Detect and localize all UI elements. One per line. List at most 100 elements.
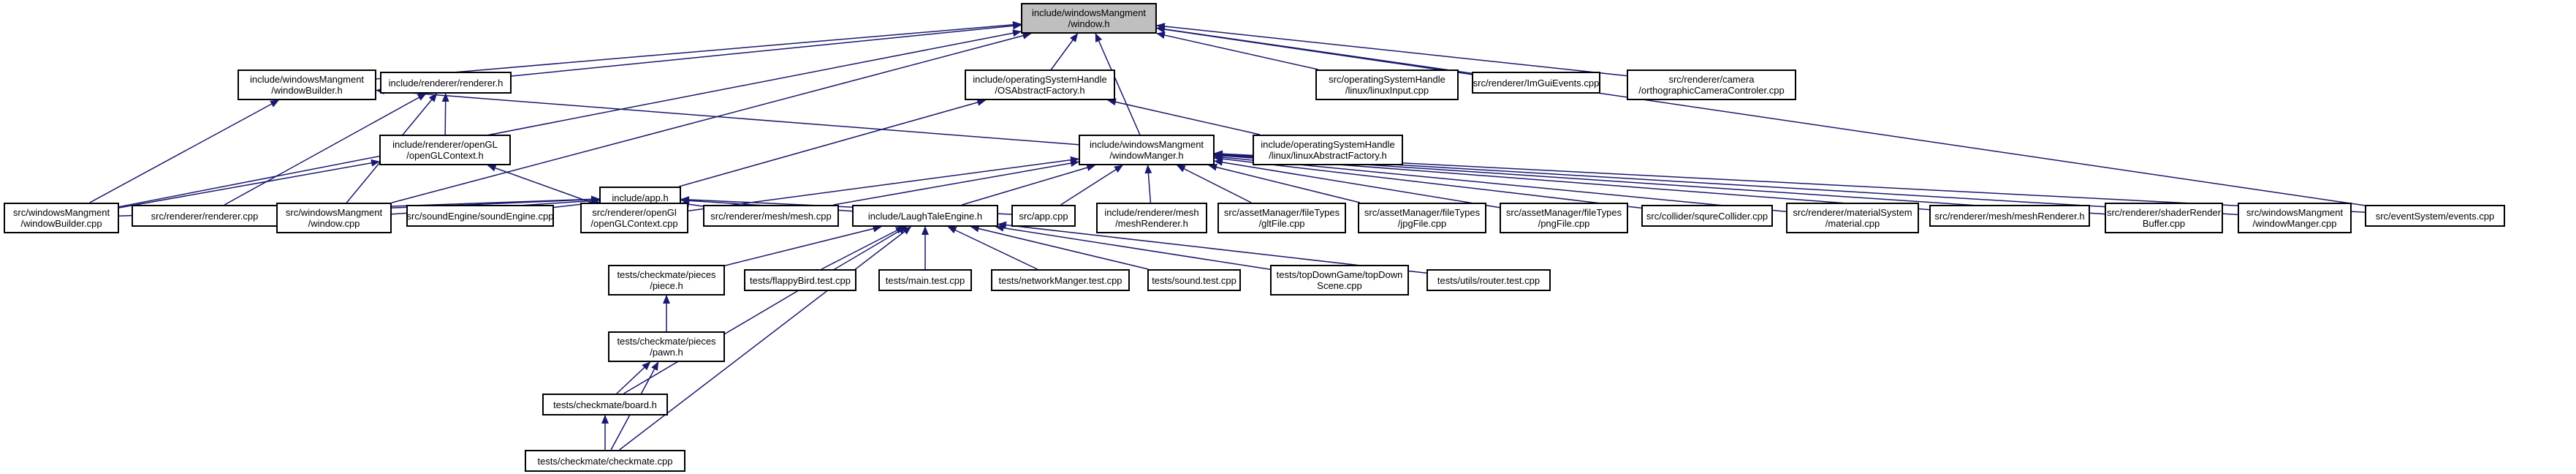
node-sound-cpp[interactable]: tests/sound.test.cpp <box>1147 269 1241 291</box>
node-label-line: src/windowsMangment <box>285 207 383 218</box>
node-linuxabs-h[interactable]: include/operatingSystemHandle/linux/linu… <box>1253 135 1403 165</box>
edge-jpg_cpp-to-winmanger_h <box>1208 163 1361 203</box>
node-label-line: src/windowsMangment <box>2246 207 2344 218</box>
node-label-line: tests/checkmate/pieces <box>617 269 716 280</box>
node-label-line: /jpgFile.cpp <box>1397 218 1447 229</box>
node-label-line: /material.cpp <box>1825 218 1880 229</box>
edge-winbuilder_h-to-win_h <box>376 20 1022 80</box>
node-netmanger-cpp[interactable]: tests/networkManger.test.cpp <box>991 269 1130 291</box>
edge-flappy_cpp-to-laughtale_h <box>821 226 905 270</box>
node-window-cpp[interactable]: src/windowsMangment/window.cpp <box>276 203 392 233</box>
edge-osabs_h-to-win_h <box>1050 33 1079 70</box>
node-openglctx-cpp[interactable]: src/renderer/openGl/openGLContext.cpp <box>580 203 688 233</box>
node-app-cpp[interactable]: src/app.cpp <box>1011 205 1076 227</box>
node-imgui-cpp[interactable]: src/renderer/ImGuiEvents.cpp <box>1472 72 1600 94</box>
node-osabs-h[interactable]: include/operatingSystemHandle/OSAbstract… <box>965 69 1115 100</box>
node-label-line: src/renderer/shaderRender <box>2106 207 2222 218</box>
edge-openglctx_h-to-renderer_h <box>441 93 449 135</box>
node-soundengine-cpp[interactable]: src/soundEngine/soundEngine.cpp <box>406 205 554 227</box>
node-winmanger-h[interactable]: include/windowsMangment/windowManger.h <box>1079 135 1215 165</box>
edge-mesh_cpp-to-winmanger_h <box>833 159 1079 206</box>
edge-events_cpp-to-winmanger_h <box>1214 150 2366 213</box>
node-label-line: tests/topDownGame/topDown <box>1276 269 1403 280</box>
node-checkmate-cpp[interactable]: tests/checkmate/checkmate.cpp <box>525 450 685 472</box>
edge-board_h-to-pawn_h <box>616 361 651 394</box>
node-collider-cpp[interactable]: src/collider/squreCollider.cpp <box>1641 205 1773 227</box>
node-label-line: /linux/linuxAbstractFactory.h <box>1269 150 1387 161</box>
node-label-line: tests/main.test.cpp <box>885 274 965 286</box>
node-renderer-cpp[interactable]: src/renderer/renderer.cpp <box>132 205 278 227</box>
node-label-line: src/soundEngine/soundEngine.cpp <box>406 210 554 222</box>
node-linuxinput-cpp[interactable]: src/operatingSystemHandle/linux/linuxInp… <box>1315 69 1459 100</box>
edge-app_h-to-osabs_h <box>679 99 987 187</box>
edge-meshrenderer_h-to-winmanger_h <box>1144 165 1152 203</box>
node-flappy-cpp[interactable]: tests/flappyBird.test.cpp <box>744 269 856 291</box>
node-winmanger-cpp[interactable]: src/windowsMangment/windowManger.cpp <box>2238 203 2352 233</box>
node-events-cpp[interactable]: src/eventSystem/events.cpp <box>2365 205 2505 227</box>
node-label-line: /windowManger.h <box>1109 150 1184 161</box>
node-mesh-cpp[interactable]: src/renderer/mesh/mesh.cpp <box>703 205 839 227</box>
node-label-line: tests/networkManger.test.cpp <box>998 274 1122 286</box>
node-renderer-h[interactable]: include/renderer/renderer.h <box>380 72 512 94</box>
node-label-line: /linux/linuxInput.cpp <box>1345 85 1429 96</box>
edge-winbuilder_cpp-to-openglctx_h <box>118 159 380 208</box>
node-maintest-cpp[interactable]: tests/main.test.cpp <box>878 269 972 291</box>
edge-png_cpp-to-winmanger_h <box>1214 158 1500 208</box>
edge-piece_h-to-laughtale_h <box>724 225 882 266</box>
node-label-line: tests/utils/router.test.cpp <box>1437 274 1540 286</box>
node-label-line: tests/checkmate/board.h <box>553 399 657 410</box>
node-label-line: src/collider/squreCollider.cpp <box>1646 210 1768 222</box>
node-meshrenderer-h[interactable]: include/renderer/mesh/meshRenderer.h <box>1096 203 1207 233</box>
node-label-line: src/renderer/camera <box>1668 74 1755 85</box>
node-router-cpp[interactable]: tests/utils/router.test.cpp <box>1426 269 1551 291</box>
node-win-h: include/windowsMangment/window.h <box>1021 3 1157 34</box>
node-label-line: src/assetManager/fileTypes <box>1505 207 1622 218</box>
node-jpg-cpp[interactable]: src/assetManager/fileTypes/jpgFile.cpp <box>1358 203 1486 233</box>
node-piece-h[interactable]: tests/checkmate/pieces/piece.h <box>608 265 725 296</box>
node-label-line: /pngFile.cpp <box>1538 218 1590 229</box>
node-label-line: Buffer.cpp <box>2142 218 2186 229</box>
node-png-cpp[interactable]: src/assetManager/fileTypes/pngFile.cpp <box>1500 203 1628 233</box>
edge-winbuilder_cpp-to-winbuilder_h <box>89 99 280 203</box>
edge-winmanger_h-to-win_h <box>1095 33 1141 135</box>
edge-winbuilder_cpp-to-win_h <box>118 29 1022 208</box>
edge-board_h-to-laughtale_h <box>623 226 908 394</box>
node-label-line: src/renderer/mesh/mesh.cpp <box>710 210 832 222</box>
node-openglctx-h[interactable]: include/renderer/openGL/openGLContext.h <box>379 135 511 165</box>
node-label-line: /openGLContext.cpp <box>590 218 678 229</box>
node-winbuilder-cpp[interactable]: src/windowsMangment/windowBuilder.cpp <box>4 203 119 233</box>
edge-app_cpp-to-winmanger_h <box>1060 165 1123 206</box>
node-laughtale-h[interactable]: include/LaughTaleEngine.h <box>852 205 998 227</box>
node-label-line: /OSAbstractFactory.h <box>995 85 1085 96</box>
node-pawn-h[interactable]: tests/checkmate/pieces/pawn.h <box>608 331 725 362</box>
edge-topdown_cpp-to-laughtale_h <box>995 224 1271 271</box>
node-label-line: include/LaughTaleEngine.h <box>867 210 983 222</box>
node-board-h[interactable]: tests/checkmate/board.h <box>542 394 668 415</box>
node-label-line: src/operatingSystemHandle <box>1329 74 1445 85</box>
edge-renderer_cpp-to-renderer_h <box>224 93 427 206</box>
node-label-line: include/operatingSystemHandle <box>973 74 1107 85</box>
edge-camera_cpp-to-win_h <box>1156 23 1627 77</box>
edge-openglctx_cpp-to-winmanger_h <box>688 156 1079 211</box>
node-label-line: /windowBuilder.cpp <box>20 218 102 229</box>
edge-material_cpp-to-winmanger_h <box>1214 154 1787 212</box>
node-label-line: /openGLContext.h <box>406 150 484 161</box>
node-label-line: include/app.h <box>612 192 669 203</box>
node-label-line: src/assetManager/fileTypes <box>1364 207 1481 218</box>
node-label-line: include/renderer/mesh <box>1104 207 1199 218</box>
node-label-line: src/assetManager/fileTypes <box>1223 207 1340 218</box>
node-label-line: include/renderer/renderer.h <box>388 77 504 89</box>
node-meshrenderer-src-h[interactable]: src/renderer/mesh/meshRenderer.h <box>1929 205 2090 227</box>
edge-netmanger_cpp-to-laughtale_h <box>947 226 1038 270</box>
node-label-line: src/app.cpp <box>1019 210 1068 222</box>
node-glt-cpp[interactable]: src/assetManager/fileTypes/gltFile.cpp <box>1217 203 1346 233</box>
node-label-line: tests/checkmate/pieces <box>617 336 716 347</box>
node-winbuilder-h[interactable]: include/windowsMangment/windowBuilder.h <box>238 69 376 100</box>
edge-winmanger_h-to-winbuilder_h <box>376 87 1079 146</box>
node-material-cpp[interactable]: src/renderer/materialSystem/material.cpp <box>1786 203 1919 233</box>
node-label-line: /gltFile.cpp <box>1258 218 1305 229</box>
node-camera-cpp[interactable]: src/renderer/camera/orthographicCameraCo… <box>1627 69 1796 100</box>
